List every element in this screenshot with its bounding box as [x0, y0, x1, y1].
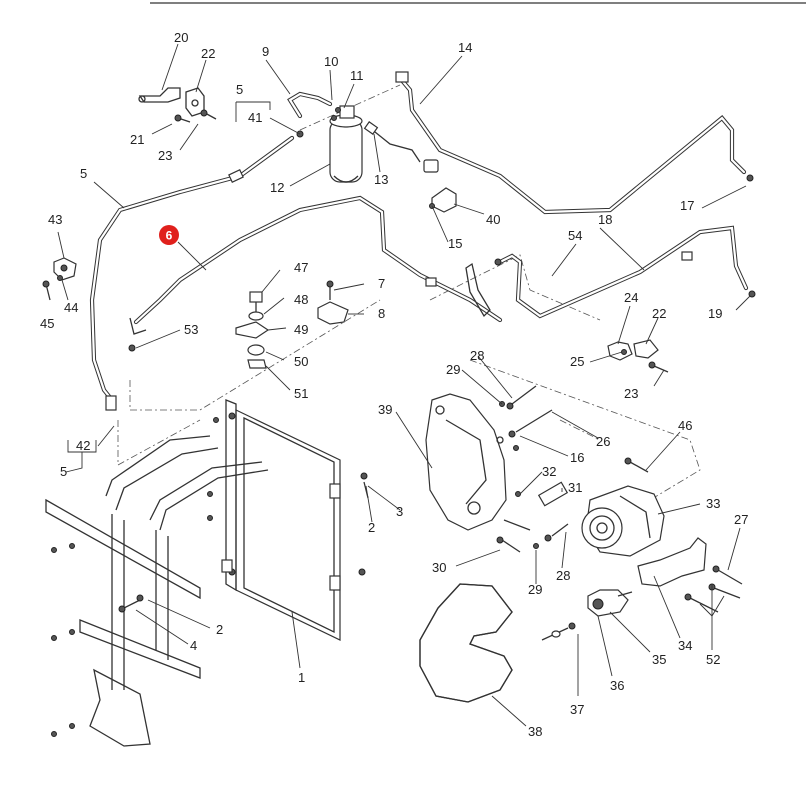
condenser-1 [221, 399, 341, 641]
callout-17: 17 [680, 198, 694, 213]
bolt-46 [624, 457, 649, 473]
callout-5-left: 5 [80, 166, 87, 181]
callout-35: 35 [652, 652, 666, 667]
bolt-37 [541, 622, 576, 641]
callout-43: 43 [48, 212, 62, 227]
callout-22-right: 22 [652, 306, 666, 321]
callout-1: 1 [298, 670, 305, 685]
bracket-24 [607, 339, 669, 373]
reference-lines [117, 84, 701, 501]
callout-29-top: 29 [446, 362, 460, 377]
callout-34: 34 [678, 638, 692, 653]
callout-19: 19 [708, 306, 722, 321]
callout-32: 32 [542, 464, 556, 479]
callout-18: 18 [598, 212, 612, 227]
hose-14 [395, 71, 754, 215]
bracket-39 [425, 393, 507, 531]
callout-7: 7 [378, 276, 385, 291]
callout-3: 3 [396, 504, 403, 519]
callout-16: 16 [570, 450, 584, 465]
callout-44: 44 [64, 300, 78, 315]
callout-30: 30 [432, 560, 446, 575]
callout-49: 49 [294, 322, 308, 337]
callout-5-bottom: 5 [60, 464, 67, 479]
callout-47: 47 [294, 260, 308, 275]
pulley-35 [587, 589, 633, 617]
hose-9 [287, 91, 341, 121]
callout-36: 36 [610, 678, 624, 693]
callout-53: 53 [184, 322, 198, 337]
callout-11: 11 [350, 68, 364, 83]
hose-18 [497, 225, 756, 319]
callout-8: 8 [378, 306, 385, 321]
bracket-34 [637, 537, 707, 587]
callout-54: 54 [568, 228, 582, 243]
callout-38: 38 [528, 724, 542, 739]
clamp-8 [317, 280, 349, 325]
clip-43 [42, 257, 77, 301]
callout-10: 10 [324, 54, 338, 69]
leader-lines [57, 43, 751, 727]
callout-28-top: 28 [470, 348, 484, 363]
compressor-33 [581, 485, 665, 557]
callout-31: 31 [568, 480, 582, 495]
callout-labels: 20 22 21 23 9 10 11 14 5 41 12 13 5 17 4… [40, 30, 748, 739]
hose-bracket [465, 258, 502, 318]
hose-5 [89, 135, 295, 411]
callout-50: 50 [294, 354, 308, 369]
callout-41: 41 [248, 110, 262, 125]
callout-14: 14 [458, 40, 472, 55]
callout-2-right: 2 [368, 520, 375, 535]
callout-29-bottom: 29 [528, 582, 542, 597]
callout-13: 13 [374, 172, 388, 187]
mount-frame [45, 417, 269, 747]
bracket-bolts [496, 385, 569, 553]
callout-20: 20 [174, 30, 188, 45]
switch-13 [363, 121, 439, 173]
callout-12: 12 [270, 180, 284, 195]
callout-24: 24 [624, 290, 638, 305]
hose-6 [129, 195, 503, 335]
callout-48: 48 [294, 292, 308, 307]
callout-42: 42 [76, 438, 90, 453]
callout-15: 15 [448, 236, 462, 251]
callout-45: 45 [40, 316, 54, 331]
callout-2-left: 2 [216, 622, 223, 637]
callout-52: 52 [706, 652, 720, 667]
callout-22: 22 [201, 46, 215, 61]
callout-5-top: 5 [236, 82, 243, 97]
callout-21: 21 [130, 132, 144, 147]
bracket-20 [138, 87, 181, 103]
callout-33: 33 [706, 496, 720, 511]
callout-46: 46 [678, 418, 692, 433]
callout-26: 26 [596, 434, 610, 449]
callout-27: 27 [734, 512, 748, 527]
callout-37: 37 [570, 702, 584, 717]
callout-40: 40 [486, 212, 500, 227]
callout-23-right: 23 [624, 386, 638, 401]
callout-6-label: 6 [166, 229, 173, 243]
belt-38 [419, 583, 513, 703]
bolts-21-23 [174, 109, 217, 123]
hardware-stack [128, 291, 270, 369]
callout-51: 51 [294, 386, 308, 401]
callout-25: 25 [570, 354, 584, 369]
callout-6-highlight: 6 [159, 225, 207, 271]
callout-9: 9 [262, 44, 269, 59]
callout-23: 23 [158, 148, 172, 163]
callout-4: 4 [190, 638, 197, 653]
clamp-40 [429, 187, 457, 213]
callout-39: 39 [378, 402, 392, 417]
callout-28-bottom: 28 [556, 568, 570, 583]
